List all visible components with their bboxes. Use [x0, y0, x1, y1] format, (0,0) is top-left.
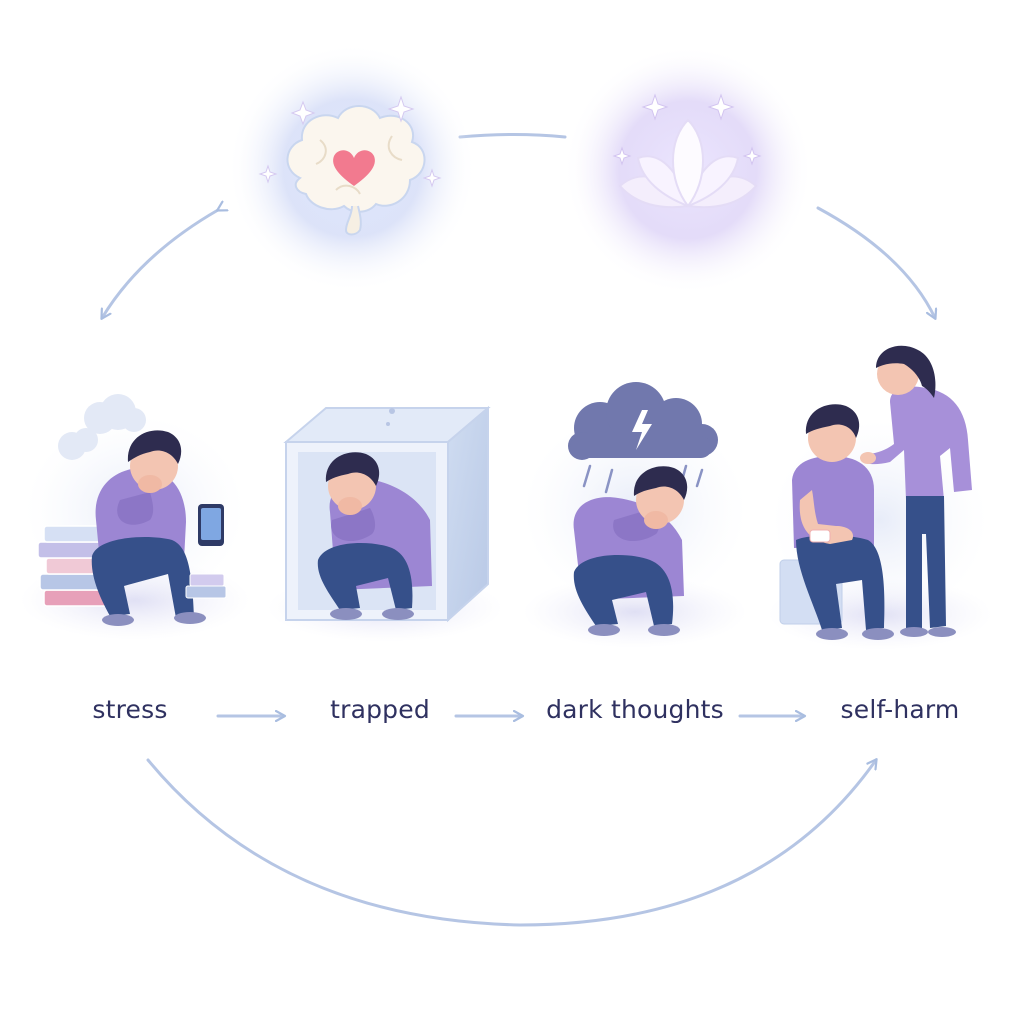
step-label-self-harm: self-harm	[840, 695, 960, 724]
person-trapped-in-box-icon	[267, 405, 503, 642]
arc-connector-top	[458, 133, 567, 139]
step-label-stress: stress	[92, 695, 168, 724]
cycle-arrows	[102, 133, 935, 927]
brain-heart-icon	[227, 43, 477, 293]
arc-arrow-bottom	[146, 760, 876, 927]
person-comforted-by-friend-icon	[768, 345, 992, 650]
heart-icon	[333, 150, 375, 186]
arc-arrow-right-down	[816, 206, 935, 318]
step-label-dark-thoughts: dark thoughts	[546, 695, 724, 724]
stressed-person-with-books-and-phone-icon	[20, 394, 250, 640]
step-label-trapped: trapped	[330, 695, 430, 724]
lotus-icon	[563, 45, 813, 295]
person-under-storm-cloud-icon	[523, 382, 747, 648]
lightning-icon	[632, 410, 652, 450]
arc-arrow-left-down	[102, 210, 218, 318]
